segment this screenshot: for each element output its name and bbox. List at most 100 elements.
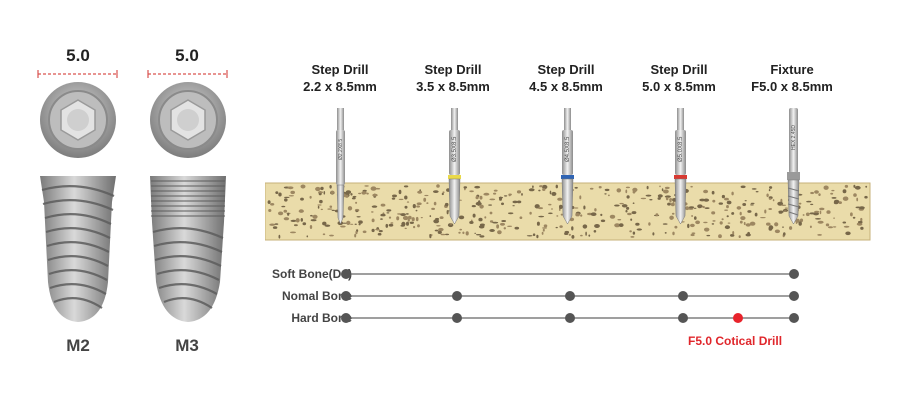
bone-pore	[362, 230, 367, 234]
step-dot	[341, 291, 351, 301]
bone-pore	[329, 234, 334, 237]
bone-pore	[356, 216, 361, 218]
bone-pore	[688, 206, 695, 209]
bone-pore	[287, 212, 290, 216]
bone-pore	[823, 185, 829, 190]
bone-pore	[409, 221, 414, 224]
bone-pore	[543, 224, 548, 228]
bone-pore	[500, 222, 505, 226]
bone-pore	[750, 204, 754, 206]
bone-pore	[636, 228, 642, 231]
bone-pore	[284, 198, 288, 202]
bone-pore	[528, 188, 535, 192]
bone-pore	[433, 190, 439, 193]
bone-pore	[423, 197, 427, 202]
bone-pore	[805, 212, 810, 217]
bone-pore	[657, 194, 663, 198]
bone-pore	[310, 214, 313, 217]
bone-pore	[625, 189, 628, 194]
bone-pore	[462, 231, 465, 235]
bone-pore	[743, 221, 746, 226]
bone-pore	[809, 212, 815, 215]
bone-pore	[345, 190, 352, 194]
bone-pore	[798, 221, 802, 226]
bone-pore	[474, 232, 477, 234]
drill-step-4: Ø5.0X8.5	[674, 108, 687, 225]
bone-pore	[300, 197, 304, 201]
bone-pore	[698, 206, 702, 209]
bone-pore	[699, 198, 706, 202]
step-1-size: 2.2 x 8.5mm	[303, 79, 377, 94]
bone-pore	[732, 231, 735, 235]
cortical-drill-note: F5.0 Cotical Drill	[688, 334, 783, 348]
bone-pore	[768, 189, 771, 192]
bone-pore	[403, 185, 409, 188]
bone-pore	[478, 217, 483, 222]
step-5-size: F5.0 x 8.5mm	[751, 79, 833, 94]
bone-pore	[842, 189, 847, 194]
bone-pore	[516, 190, 522, 194]
bone-pore	[768, 225, 774, 230]
bone-pore	[690, 233, 695, 237]
bone-pore	[739, 220, 743, 224]
bone-pore	[474, 185, 481, 189]
bone-pore	[598, 186, 602, 189]
bone-pore	[588, 234, 591, 237]
bone-pore	[503, 227, 506, 230]
bone-pore	[431, 207, 435, 210]
step-2-name: Step Drill	[424, 62, 482, 77]
bone-pore	[532, 185, 534, 188]
bone-pore	[479, 204, 484, 209]
cortical-drill-dot	[733, 313, 743, 323]
bone-pore	[331, 209, 335, 211]
bone-pore	[275, 191, 279, 194]
bone-pore	[704, 207, 710, 209]
drill-step-1: Ø2.2X8.5	[336, 108, 345, 225]
bone-pore	[375, 228, 380, 231]
bone-pore	[433, 201, 437, 206]
bone-pore	[440, 233, 446, 236]
bone-pore	[614, 223, 620, 228]
bone-pore	[739, 211, 742, 216]
bone-pore	[444, 202, 449, 207]
bone-pore	[858, 220, 863, 224]
bone-pore	[799, 218, 804, 223]
bone-pore	[604, 188, 610, 192]
bone-pore	[574, 207, 579, 209]
bone-pore	[809, 225, 812, 229]
bone-pore	[740, 216, 746, 221]
bone-pore	[727, 222, 731, 224]
fixture-step-5: HEX 2.45D	[787, 108, 800, 225]
bone-pore	[274, 223, 279, 225]
bone-pore	[780, 204, 787, 206]
bone-pore	[463, 186, 468, 189]
bone-pore	[742, 203, 747, 206]
bone-pore	[662, 223, 668, 225]
bone-pore	[488, 204, 492, 206]
bone-pore	[600, 219, 606, 223]
bone-pore	[503, 195, 508, 197]
bone-pore	[402, 215, 409, 221]
bone-pore	[416, 205, 420, 208]
bone-pore	[766, 193, 769, 198]
bone-pore	[856, 197, 859, 202]
bone-pore	[315, 186, 321, 192]
bone-pore	[830, 192, 834, 195]
bone-pore	[281, 205, 286, 208]
bone-pore	[769, 186, 773, 189]
bone-pore	[516, 200, 522, 204]
bone-pore	[551, 208, 553, 210]
bone-pore	[489, 211, 493, 215]
bone-pore	[426, 202, 429, 204]
bone-pore	[670, 202, 675, 207]
bone-pore	[703, 221, 708, 224]
bone-pore	[556, 215, 559, 217]
bone-pore	[726, 200, 732, 205]
bone-pore	[784, 207, 789, 209]
implant-m2-body	[40, 176, 116, 322]
bone-row-label-normal: Nomal Bone	[281, 289, 352, 303]
bone-pore	[844, 184, 849, 188]
bone-pore	[568, 233, 571, 236]
bone-pore	[501, 220, 507, 222]
bone-pore	[782, 226, 784, 228]
